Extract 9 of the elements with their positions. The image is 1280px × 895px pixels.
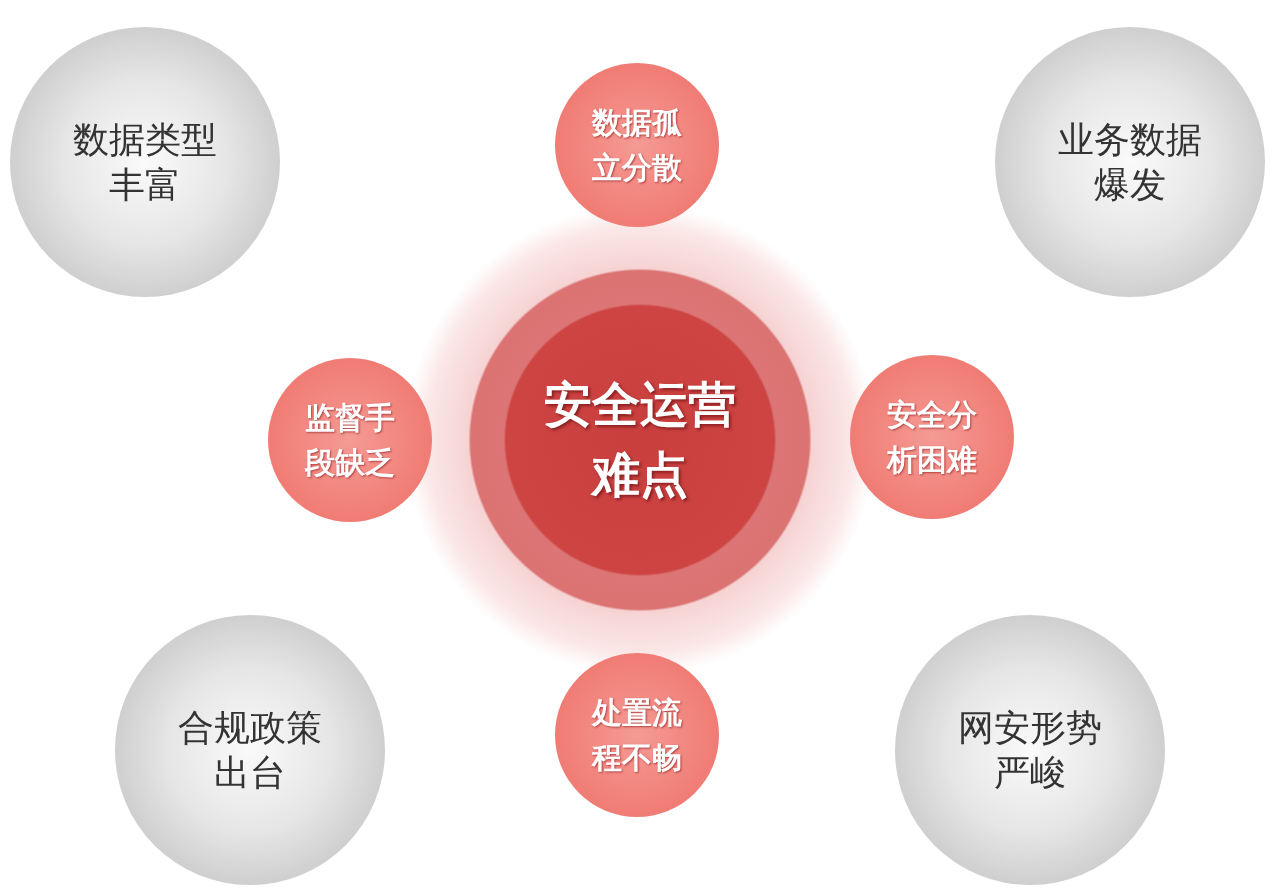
node-label: 处置流程不畅 [590,694,683,777]
node-label: 合规政策出台 [177,706,323,795]
node-label: 数据类型丰富 [72,118,218,207]
node-label: 业务数据爆发 [1057,118,1203,207]
node-label: 安全运营难点 [543,375,737,504]
node-label: 安全分析困难 [885,396,978,479]
node-label: 数据孤立分散 [590,104,683,187]
node-label: 监督手段缺乏 [303,399,396,482]
node-label: 网安形势严峻 [957,706,1103,795]
